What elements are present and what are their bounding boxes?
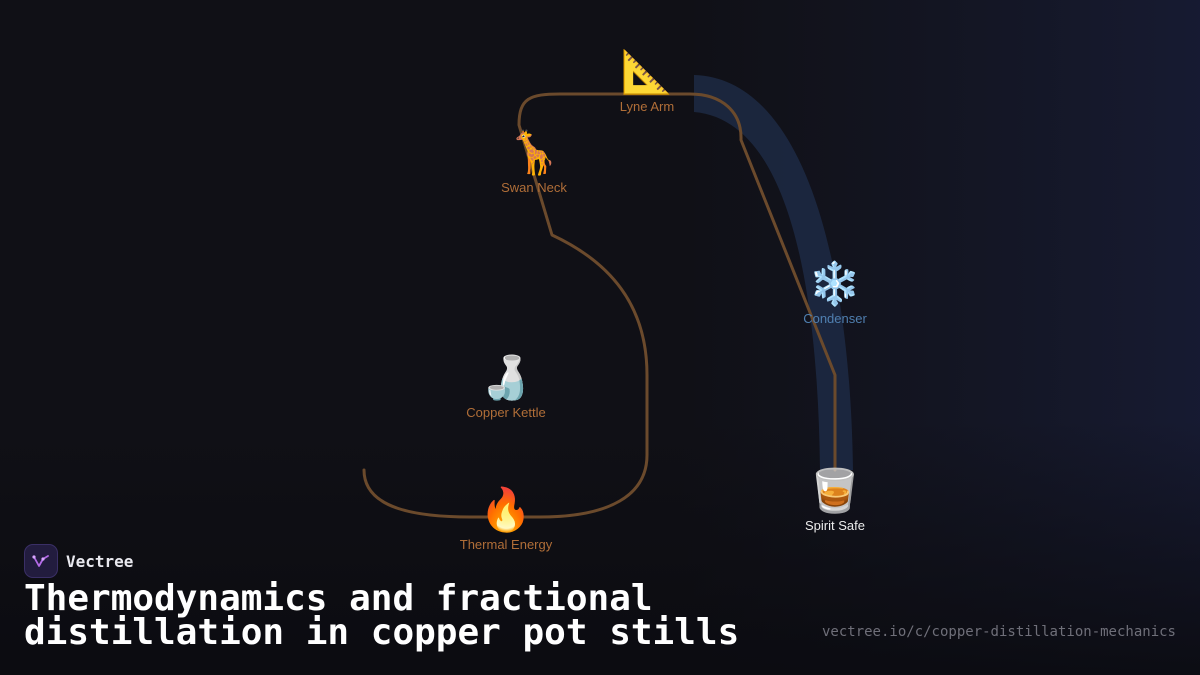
- sake-bottle-icon: 🍶: [479, 354, 533, 401]
- thermal-energy-label: Thermal Energy: [459, 537, 553, 552]
- condenser-node: ❄️ Condenser: [803, 259, 867, 326]
- thermal-energy-node: 🔥 Thermal Energy: [460, 485, 552, 552]
- fire-icon: 🔥: [479, 486, 533, 533]
- vectree-logo-icon: [24, 544, 58, 578]
- snowflake-icon: ❄️: [808, 260, 862, 307]
- triangular-ruler-icon: 📐: [620, 48, 674, 95]
- copper-kettle-node: 🍶 Copper Kettle: [466, 353, 546, 420]
- copper-kettle-label: Copper Kettle: [466, 405, 546, 420]
- brand-name: Vectree: [66, 551, 134, 571]
- vapor-pipe: [362, 92, 837, 519]
- condenser-cooling-band: [694, 75, 853, 470]
- lyne-arm-label: Lyne Arm: [619, 99, 675, 114]
- page-title: Thermodynamics and fractional distillati…: [24, 578, 740, 653]
- background-bottom-fade: [0, 420, 1200, 675]
- swan-neck-label: Swan Neck: [501, 180, 567, 195]
- giraffe-icon: 🦒: [507, 129, 561, 176]
- swan-neck-node: 🦒 Swan Neck: [501, 128, 567, 195]
- brand: Vectree: [24, 544, 133, 578]
- spirit-safe-label: Spirit Safe: [805, 518, 865, 533]
- source-url: vectree.io/c/copper-distillation-mechani…: [821, 624, 1176, 640]
- lyne-arm-node: 📐 Lyne Arm: [620, 47, 674, 114]
- condenser-label: Condenser: [803, 311, 867, 326]
- tumbler-glass-icon: 🥃: [808, 467, 862, 514]
- spirit-safe-node: 🥃 Spirit Safe: [805, 466, 865, 533]
